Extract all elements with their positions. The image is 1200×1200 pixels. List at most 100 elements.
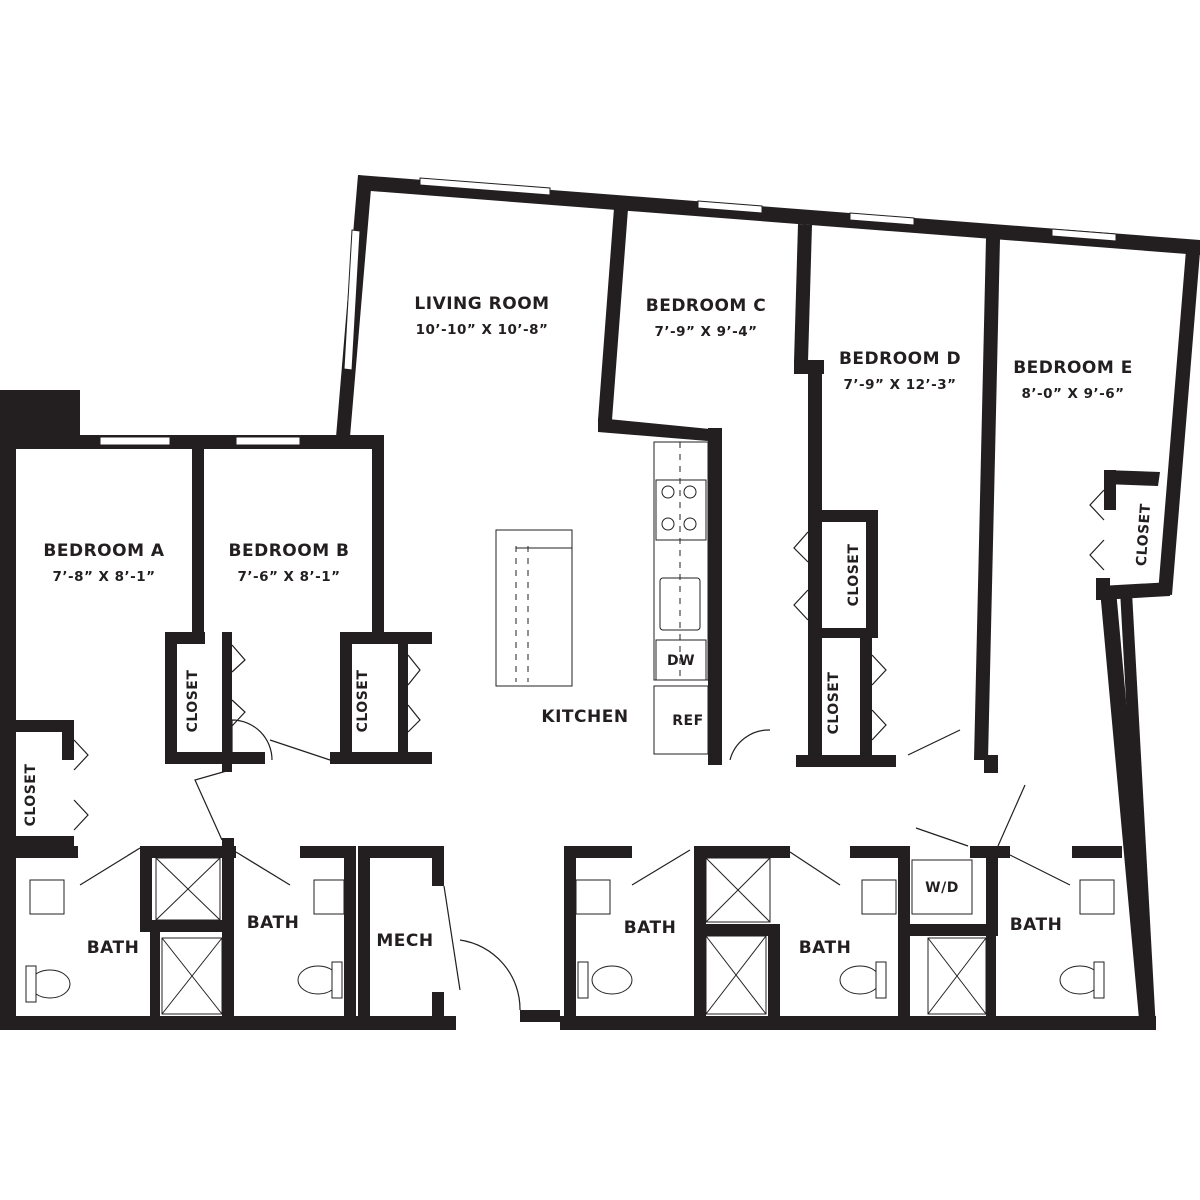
bath-wall bbox=[358, 846, 370, 1022]
door-mech bbox=[443, 885, 461, 991]
door-bedroom-e bbox=[997, 784, 1026, 847]
door-bedroom-b bbox=[269, 739, 331, 761]
closet-wall bbox=[16, 836, 74, 848]
bath-1-name: BATH bbox=[87, 938, 140, 958]
closet-wall bbox=[62, 720, 74, 760]
wall-bedroom-a-b bbox=[192, 445, 204, 635]
doors bbox=[73, 489, 1105, 1011]
bath-wall bbox=[898, 924, 998, 936]
shower-icon bbox=[927, 937, 987, 1015]
bath-wall bbox=[986, 936, 996, 1022]
burner-icon bbox=[661, 485, 675, 499]
closet-bifold-door bbox=[793, 531, 809, 621]
dishwasher-label: DW bbox=[667, 653, 695, 669]
living-room-name: LIVING ROOM bbox=[414, 294, 549, 314]
bath-4-name: BATH bbox=[799, 938, 852, 958]
shower-diagonal bbox=[927, 937, 987, 1015]
kitchen-island bbox=[495, 529, 573, 687]
refrigerator-label: REF bbox=[672, 713, 703, 729]
bath-wall bbox=[694, 924, 780, 936]
closet-wall bbox=[866, 510, 878, 638]
closet-label-bedroom-b: CLOSET bbox=[355, 670, 371, 733]
top-exterior-wall bbox=[358, 175, 1200, 255]
kitchen-sink bbox=[659, 577, 701, 631]
bath-wall bbox=[16, 846, 78, 858]
bath-wall bbox=[364, 846, 444, 858]
closet-wall bbox=[808, 628, 878, 638]
bedroom-e-name: BEDROOM E bbox=[1013, 358, 1133, 378]
door-bath-1 bbox=[79, 847, 141, 886]
toilet-tank bbox=[25, 965, 37, 1003]
bath-wall bbox=[564, 846, 576, 1022]
bath-3-name: BATH bbox=[624, 918, 677, 938]
bedroom-a-dims: 7’-8” X 8’-1” bbox=[52, 569, 155, 585]
bath-wall bbox=[300, 846, 356, 858]
closet-wall bbox=[808, 510, 878, 522]
living-room-dims: 10’-10” X 10’-8” bbox=[416, 322, 549, 338]
left-exterior-wall bbox=[0, 390, 16, 1030]
door-wd bbox=[915, 827, 969, 847]
bath-wall bbox=[970, 846, 1010, 858]
toilet-tank bbox=[875, 961, 887, 999]
closet-label-bedroom-a: CLOSET bbox=[185, 670, 201, 733]
bath-wall bbox=[986, 846, 998, 936]
closet-wall bbox=[340, 632, 352, 764]
bath-wall bbox=[344, 846, 356, 1022]
bottom-wall-left bbox=[16, 1016, 456, 1030]
shower-icon bbox=[155, 857, 221, 921]
bath-2-name: BATH bbox=[247, 913, 300, 933]
shower-icon bbox=[705, 857, 771, 923]
door-entry-arc bbox=[459, 939, 521, 1011]
shower-diagonal bbox=[155, 857, 221, 921]
closet-label-bedroom-d-upper: CLOSET bbox=[846, 544, 862, 607]
kitchen-counter bbox=[653, 441, 709, 681]
bedroom-b-name: BEDROOM B bbox=[229, 541, 350, 561]
door-bath-2 bbox=[235, 851, 291, 886]
wall-bedroom-b-right bbox=[372, 435, 384, 635]
window-living-room-1 bbox=[419, 177, 551, 196]
bedroom-d-dims: 7’-9” X 12’-3” bbox=[844, 377, 957, 393]
wall-kitchen-right bbox=[708, 428, 722, 765]
shower-diagonal bbox=[705, 935, 767, 1015]
closet-wall bbox=[222, 632, 232, 772]
kitchen-name: KITCHEN bbox=[541, 707, 628, 727]
closet-bifold-door bbox=[231, 644, 246, 727]
lower-right-exterior-wall-inner bbox=[1120, 590, 1156, 1030]
shower-icon bbox=[705, 935, 767, 1015]
mech-name: MECH bbox=[376, 931, 433, 951]
bedroom-e-right-wall bbox=[1158, 250, 1200, 595]
toilet-icon bbox=[839, 965, 881, 995]
door-bath-4 bbox=[789, 851, 841, 886]
window-bedroom-b bbox=[235, 436, 301, 446]
sink-icon bbox=[313, 879, 345, 915]
interior-walls bbox=[16, 208, 1172, 1022]
wall-bedroom-d-left bbox=[808, 360, 822, 765]
closet-wall bbox=[1100, 582, 1172, 600]
room-labels: LIVING ROOM 10’-10” X 10’-8” BEDROOM C 7… bbox=[23, 294, 1154, 958]
shower-diagonal bbox=[705, 857, 771, 923]
window-bedroom-c bbox=[697, 200, 763, 214]
washer-dryer bbox=[911, 859, 973, 915]
closet-wall bbox=[165, 632, 177, 764]
bedroom-a-name: BEDROOM A bbox=[43, 541, 165, 561]
closet-label-left: CLOSET bbox=[23, 764, 39, 827]
dishwasher bbox=[655, 639, 707, 681]
closet-wall bbox=[860, 638, 872, 765]
sink-icon bbox=[29, 879, 65, 915]
closet-label-bedroom-d-lower: CLOSET bbox=[826, 672, 842, 735]
toilet-tank bbox=[577, 961, 589, 999]
bedroom-d-name: BEDROOM D bbox=[839, 349, 961, 369]
windows bbox=[99, 177, 1117, 446]
closet-wall bbox=[165, 752, 265, 764]
bath-wall bbox=[850, 846, 910, 858]
burner-icon bbox=[661, 517, 675, 531]
door-bath-3 bbox=[631, 849, 691, 886]
door-bedroom-a bbox=[194, 769, 231, 841]
cooktop bbox=[655, 479, 707, 541]
closet-wall bbox=[16, 720, 74, 732]
closet-wall bbox=[398, 632, 408, 764]
bath-wall bbox=[140, 846, 152, 926]
toilet-tank bbox=[331, 961, 343, 999]
refrigerator bbox=[653, 685, 709, 755]
kitchen-fixtures: DW REF bbox=[495, 441, 709, 755]
